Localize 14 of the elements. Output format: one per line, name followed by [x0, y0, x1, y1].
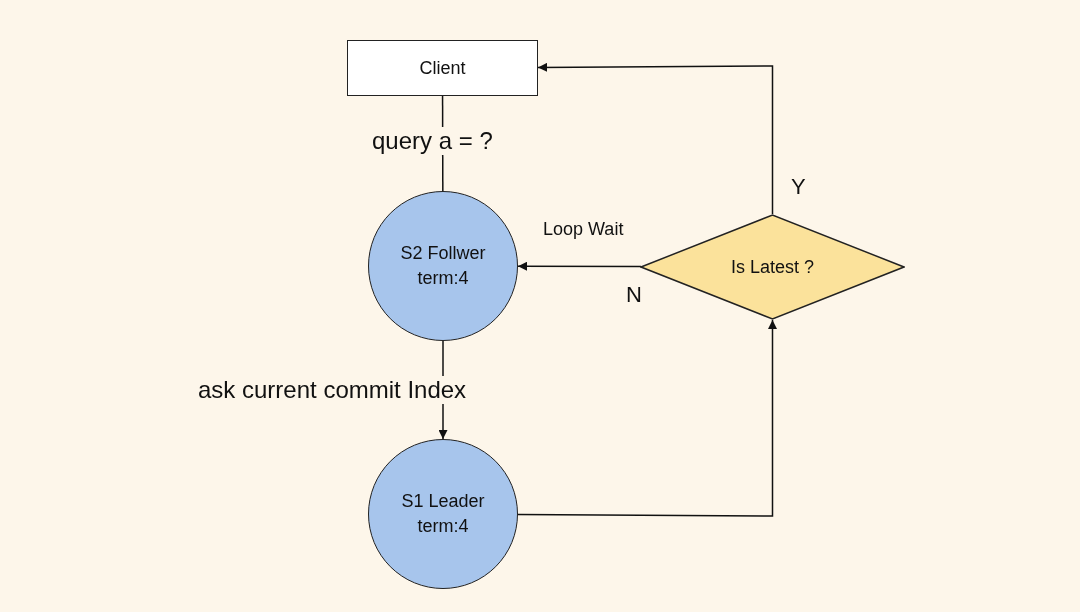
- arrow: [537, 62, 774, 215]
- branch-label: N: [626, 282, 642, 308]
- edge-label: query a = ?: [372, 127, 493, 155]
- process-box: [347, 40, 538, 96]
- edge-label: ask current commit Index: [198, 376, 467, 404]
- edge-label: Loop Wait: [543, 219, 624, 240]
- branch-label: Y: [791, 174, 806, 200]
- decision-diamond: [640, 214, 905, 320]
- node-label: S2 Follwer term:4: [399, 242, 487, 290]
- node-label: S1 Leader term:4: [400, 490, 486, 538]
- arrow: [517, 319, 777, 517]
- node-label: Is Latest ?: [729, 255, 816, 279]
- node-label: Client: [418, 56, 467, 80]
- arrow: [517, 261, 642, 271]
